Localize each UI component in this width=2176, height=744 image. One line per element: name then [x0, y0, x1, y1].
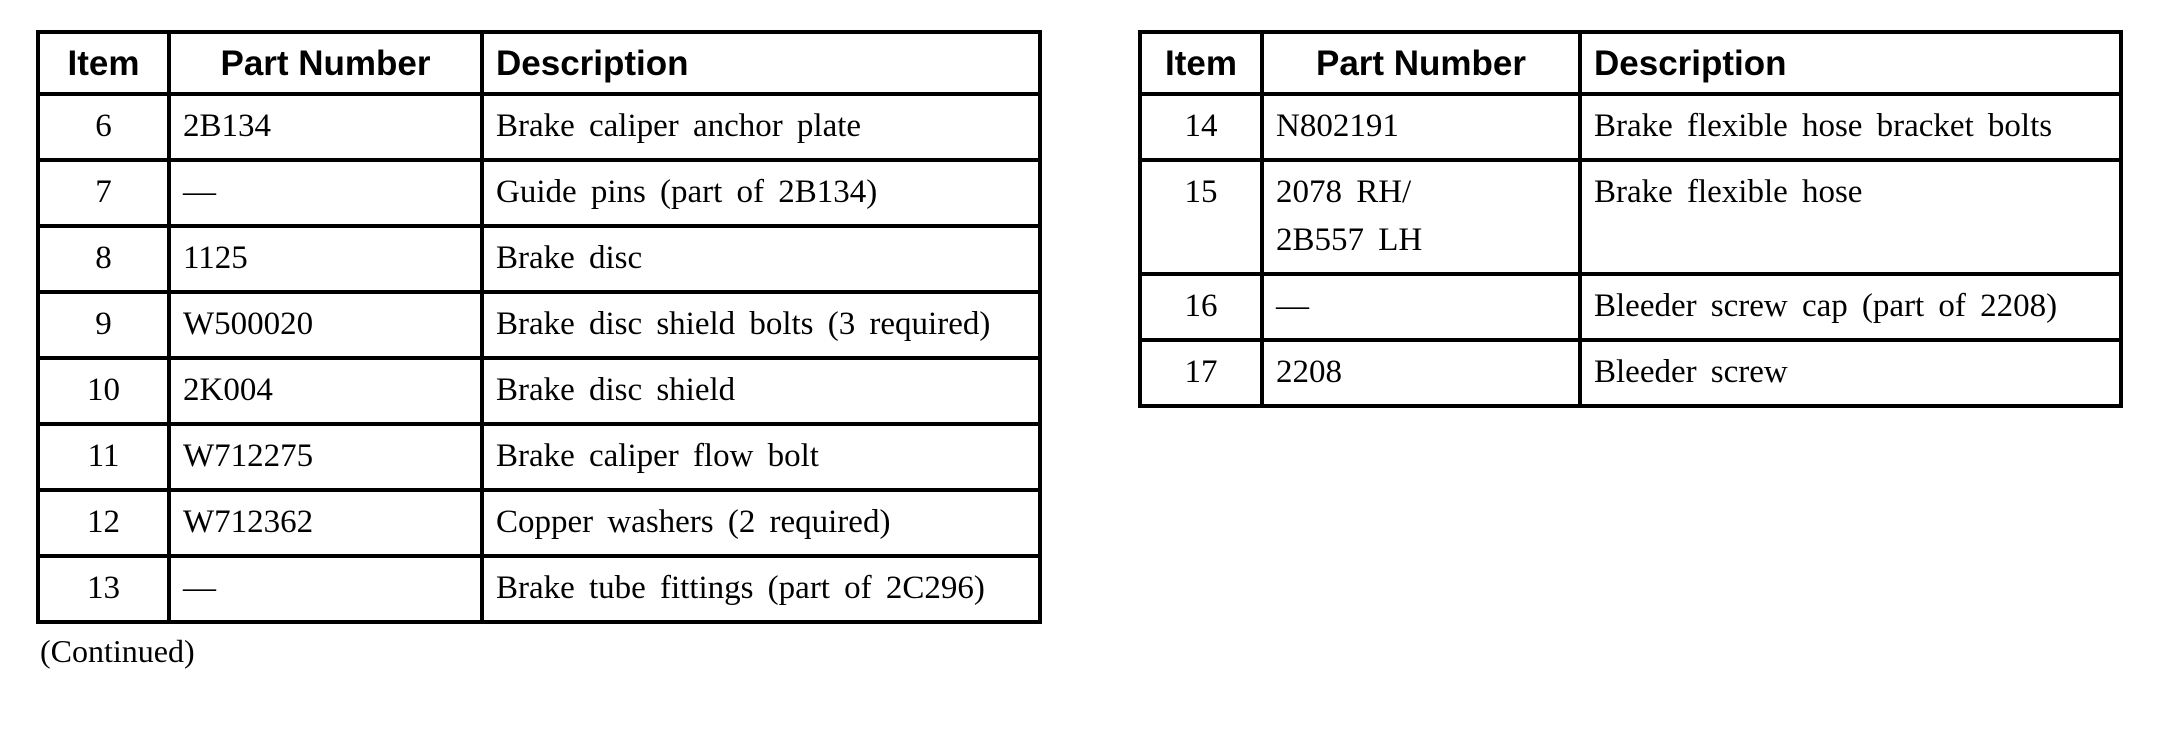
table-row: 9 W500020 Brake disc shield bolts (3 req…: [36, 290, 1042, 360]
header-row: Item Part Number Description: [1138, 30, 2123, 96]
part-number-cell: 2K004: [167, 356, 484, 426]
item-cell: 12: [36, 488, 171, 558]
description-cell: Guide pins (part of 2B134): [480, 158, 1042, 228]
item-cell: 16: [1138, 272, 1264, 342]
table-row: 7 — Guide pins (part of 2B134): [36, 158, 1042, 228]
parts-table-left: Item Part Number Description 6 2B134 Bra…: [36, 30, 1042, 624]
item-cell: 11: [36, 422, 171, 492]
item-cell: 7: [36, 158, 171, 228]
column-header-item: Item: [36, 30, 171, 96]
table-row: 16 — Bleeder screw cap (part of 2208): [1138, 272, 2123, 342]
part-number-cell: W712362: [167, 488, 484, 558]
table-row: 15 2078 RH/ 2B557 LH Brake flexible hose: [1138, 158, 2123, 276]
table-row: 8 1125 Brake disc: [36, 224, 1042, 294]
part-number-cell: W500020: [167, 290, 484, 360]
parts-table-right-block: Item Part Number Description 14 N802191 …: [1138, 30, 2123, 408]
part-number-cell: —: [167, 158, 484, 228]
item-cell: 8: [36, 224, 171, 294]
item-cell: 15: [1138, 158, 1264, 276]
description-cell: Brake disc: [480, 224, 1042, 294]
description-cell: Copper washers (2 required): [480, 488, 1042, 558]
item-cell: 14: [1138, 92, 1264, 162]
part-number-cell: —: [167, 554, 484, 624]
description-cell: Bleeder screw cap (part of 2208): [1578, 272, 2123, 342]
column-header-item: Item: [1138, 30, 1264, 96]
table-row: 6 2B134 Brake caliper anchor plate: [36, 92, 1042, 162]
part-number-cell: 1125: [167, 224, 484, 294]
description-cell: Bleeder screw: [1578, 338, 2123, 408]
column-header-description: Description: [1578, 30, 2123, 96]
item-cell: 10: [36, 356, 171, 426]
description-cell: Brake disc shield bolts (3 required): [480, 290, 1042, 360]
table-row: 13 — Brake tube fittings (part of 2C296): [36, 554, 1042, 624]
parts-table-left-block: Item Part Number Description 6 2B134 Bra…: [36, 30, 1042, 669]
table-row: 12 W712362 Copper washers (2 required): [36, 488, 1042, 558]
item-cell: 6: [36, 92, 171, 162]
part-number-cell: W712275: [167, 422, 484, 492]
part-number-cell: —: [1260, 272, 1582, 342]
header-row: Item Part Number Description: [36, 30, 1042, 96]
table-row: 17 2208 Bleeder screw: [1138, 338, 2123, 408]
part-number-cell: 2B134: [167, 92, 484, 162]
description-cell: Brake tube fittings (part of 2C296): [480, 554, 1042, 624]
part-number-cell: 2078 RH/ 2B557 LH: [1260, 158, 1582, 276]
table-row: 11 W712275 Brake caliper flow bolt: [36, 422, 1042, 492]
parts-table-right: Item Part Number Description 14 N802191 …: [1138, 30, 2123, 408]
description-cell: Brake flexible hose: [1578, 158, 2123, 276]
column-header-description: Description: [480, 30, 1042, 96]
description-cell: Brake flexible hose bracket bolts: [1578, 92, 2123, 162]
description-cell: Brake caliper anchor plate: [480, 92, 1042, 162]
description-cell: Brake disc shield: [480, 356, 1042, 426]
part-number-cell: N802191: [1260, 92, 1582, 162]
table-row: 14 N802191 Brake flexible hose bracket b…: [1138, 92, 2123, 162]
item-cell: 17: [1138, 338, 1264, 408]
table-row: 10 2K004 Brake disc shield: [36, 356, 1042, 426]
column-header-part-number: Part Number: [167, 30, 484, 96]
description-cell: Brake caliper flow bolt: [480, 422, 1042, 492]
item-cell: 9: [36, 290, 171, 360]
part-number-cell: 2208: [1260, 338, 1582, 408]
continued-note: (Continued): [40, 633, 195, 669]
column-header-part-number: Part Number: [1260, 30, 1582, 96]
item-cell: 13: [36, 554, 171, 624]
